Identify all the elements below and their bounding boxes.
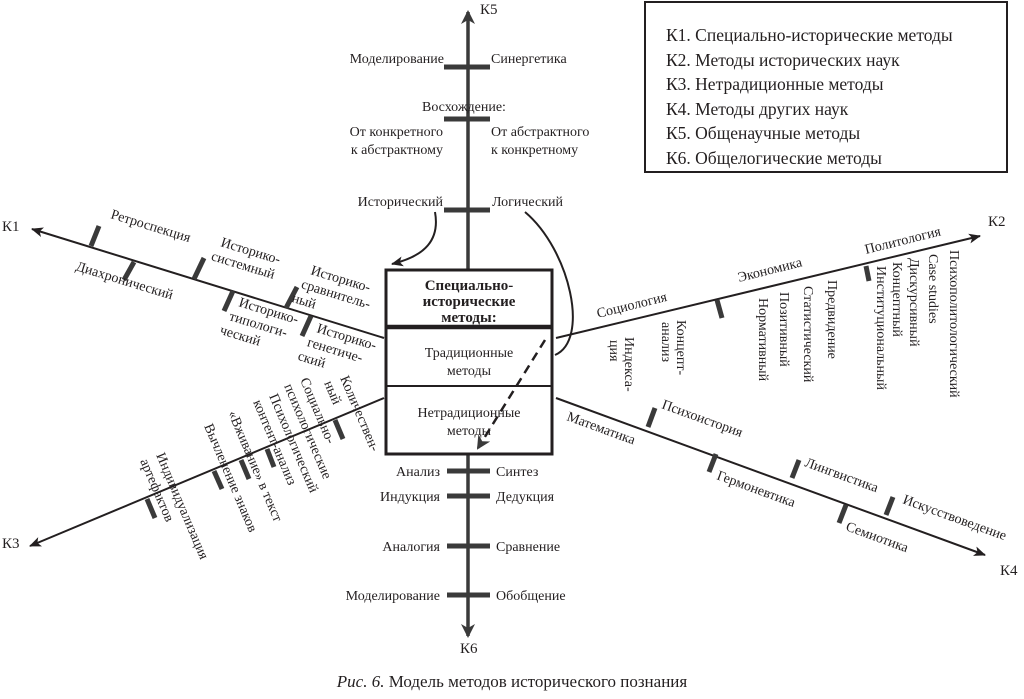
k6-generalization-label: Обобщение [496,589,566,604]
k4-tick-hermeneutics [706,453,719,473]
k2-concept-analysis-label-1: Концепт- [673,320,688,375]
k1-tick-comparative [283,285,300,310]
center-title-2: исторические [423,294,516,310]
center-box: Специально- исторические методы: Традици… [384,268,554,456]
caption-prefix: Рис. 6. [336,672,385,691]
k4-art-studies-label: Искусствоведение [901,493,1009,544]
k2-discursive-label: Дискурсивный [906,258,921,347]
k6-induction-label: Индукция [380,490,441,505]
legend-item-k4: К4. Методы других наук [666,98,849,119]
k1-diachronic-label: Диахронический [74,259,175,303]
k2-conceptual-label: Концептный [889,262,904,337]
k1-comparative-label-3: ный [290,291,318,313]
k3-tick-quantitative [332,419,346,440]
k5-abstract-to-concrete-2: к конкретному [491,143,578,158]
k2-axis-label: К2 [988,214,1006,230]
k1-tick-retrospection [88,225,102,247]
k4-axis [555,397,986,556]
k2-axis [555,233,981,339]
k1-tick-systemic [191,256,207,281]
k3-tick-psych-context [264,448,277,468]
legend: К1. Специально-исторические методы К2. М… [644,1,1008,173]
k3-quantitative-label-1: Количествен- [336,374,381,455]
k3-tick-signs [211,469,225,491]
k1-retrospection-label: Ретроспекция [109,207,193,246]
k4-tick-psychohistory [645,407,658,428]
k1-tick-diachronic [121,260,137,282]
k2-sociology-label: Социология [595,290,669,322]
k2-tick-economics [714,299,725,319]
center-title-3: методы: [441,310,496,326]
k5-synergetics-label: Синергетика [491,52,568,67]
k2-forecasting-label: Предвидение [824,280,839,359]
k2-indexation-label-1: Индекса- [621,337,636,392]
k5-concrete-to-abstract-2: к абстрактному [351,143,443,158]
nontraditional-methods-1: Нетрадиционные [417,406,520,421]
k5-modeling-label: Моделирование [350,52,444,67]
k2-psychopolitological-label: Психополитологический [946,250,961,398]
k2-positive-label: Позитивный [776,292,791,367]
k5-ascent-label: Восхождение: [422,100,506,115]
k2-concept-analysis-label-2: анализ [658,322,673,363]
k3-axis-label: К3 [2,536,20,552]
k1-tick-genetic [299,314,314,338]
k3-tick-empathy [238,459,252,480]
k2-normative-label: Нормативный [755,298,770,382]
k6-modeling-label: Моделирование [346,589,440,604]
legend-item-k6: К6. Общелогические методы [666,147,882,168]
k6-analogy-label: Аналогия [382,540,440,555]
figure-caption: Рис. 6. Модель методов исторического поз… [0,672,1024,692]
k1-axis [31,227,385,339]
k6-axis-label: К6 [460,641,478,657]
k4-linguistics-label: Лингвистика [803,456,881,497]
caption-text: Модель методов исторического познания [384,672,688,691]
historical-to-box-arrow [391,211,437,267]
dashed-arrow-overlay [476,339,547,450]
k3-axis [29,397,385,547]
k2-institutional-label: Институциональный [873,266,888,390]
traditional-methods-1: Традиционные [425,346,513,361]
k3-tick-artifacts [144,498,158,519]
k6-deduction-label: Дедукция [496,490,555,505]
legend-item-k2: К2. Методы исторических наук [666,49,900,70]
k5-logical-label: Логический [492,195,563,210]
k6-synthesis-label: Синтез [496,465,539,480]
k1-axis-label: К1 [2,219,20,235]
k4-psychohistory-label: Психоистория [660,398,745,441]
k4-hermeneutics-label: Гермоневтика [715,469,798,512]
k5-abstract-to-concrete-1: От абстрактного [491,125,589,140]
k5-concrete-to-abstract-1: От конкретного [350,125,443,140]
k2-politology-label: Политология [863,224,943,258]
k5-axis-label: К5 [480,2,498,18]
center-title-1: Специально- [425,278,514,294]
legend-item-k1: К1. Специально-исторические методы [666,25,953,45]
legend-item-k5: К5. Общенаучные методы [666,123,861,143]
k5-historical-label: Исторический [358,195,444,210]
k4-tick-semiotics [836,504,849,524]
k4-axis-label: К4 [1000,563,1018,579]
traditional-methods-2: методы [447,364,492,379]
k2-indexation-label-2: ция [606,340,621,362]
logical-curve [524,211,574,356]
k4-tick-art-studies [883,496,896,516]
k2-tick-politology [863,265,872,282]
k6-comparison-label: Сравнение [496,540,560,555]
k2-case-studies-label: Case studies [925,254,940,324]
k6-analysis-label: Анализ [396,465,440,480]
legend-item-k3: К3. Нетрадиционные методы [666,74,884,94]
k1-tick-typological [221,289,236,313]
k4-tick-linguistics [789,459,802,479]
k2-statistical-label: Статистический [800,286,815,383]
